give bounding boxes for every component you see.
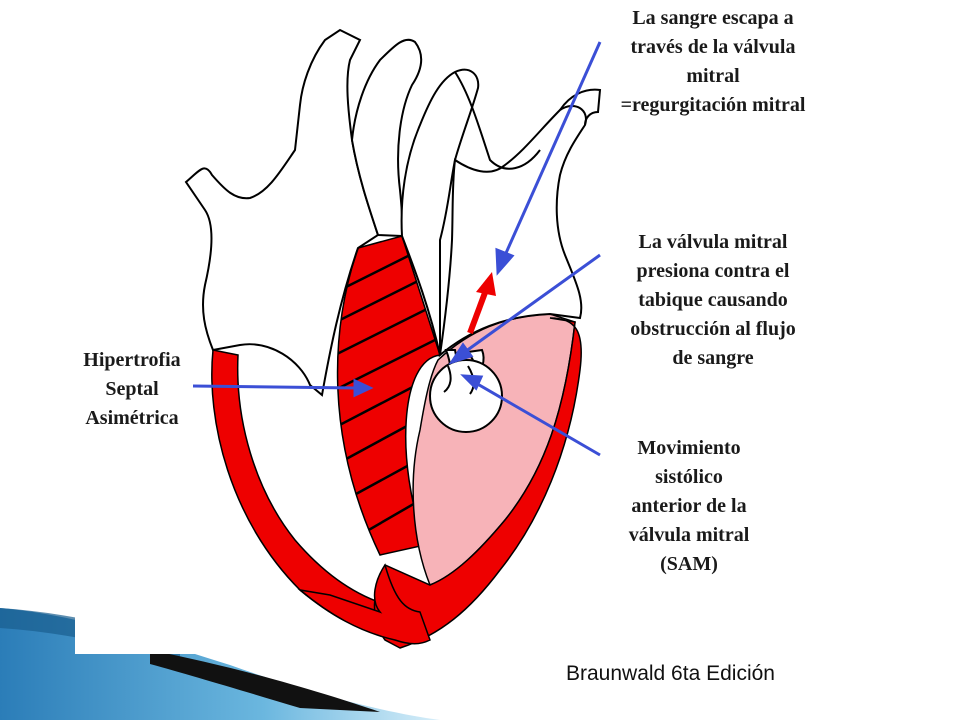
septal-hypertrophy-label: Hipertrofia Septal Asimétrica bbox=[83, 349, 181, 429]
citation-caption: Braunwald 6ta Edición bbox=[566, 662, 775, 685]
pulmonary-vein bbox=[559, 88, 602, 126]
pulmonary-artery bbox=[400, 68, 480, 356]
apex bbox=[297, 563, 431, 645]
obstruction-label: La válvula mitral presiona contra el tab… bbox=[630, 231, 796, 369]
septal-hypertrophy-arrow bbox=[192, 384, 357, 390]
sam-arrow bbox=[473, 380, 601, 457]
vessel-curve bbox=[454, 71, 541, 170]
annotation-arrows bbox=[192, 41, 602, 457]
sam-label: Movimiento sistólico anterior de la válv… bbox=[628, 437, 750, 575]
regurgitation-arrow bbox=[500, 41, 602, 263]
regurgitant-flow-arrow bbox=[467, 272, 496, 335]
sam-highlight-circle bbox=[429, 359, 503, 433]
aorta bbox=[350, 38, 423, 238]
obstruction-arrow bbox=[461, 253, 601, 356]
regurgitation-label: La sangre escapa a través de la válvula … bbox=[620, 7, 806, 116]
